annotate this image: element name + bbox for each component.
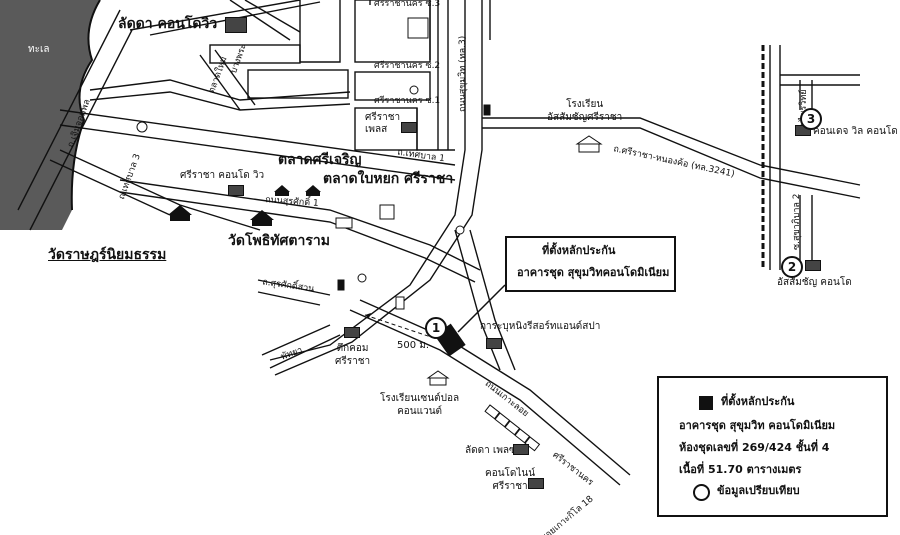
misc-symbols [136,17,491,310]
marker-2: 2 [781,256,803,278]
talat-srijaroen-label: ตลาดศรีเจริญ [278,152,362,168]
temple-icons [168,185,321,226]
callout-pointer [457,284,506,333]
legend-line2: อาคารชุด สุขุมวิท คอนโดมิเนียม [679,419,836,432]
srirachanakorn3-label: ศรีราชานคร ซ.3 [374,0,441,9]
legend-line4: เนื้อที่ 51.70 ตารางเมตร [679,463,802,476]
map-legend: ที่ตั้งหลักประกัน อาคารชุด สุขุมวิท คอนโ… [657,376,888,517]
talat-baiyok-label: ตลาดใบหยก ศรีราชา [323,171,454,187]
condo-nine-label: คอนโดไนน์ ศรีราชา [485,468,536,492]
ladda-place-label: ลัดดา เพลซ [465,445,516,456]
sea-area [0,0,100,230]
srirachanakorn2-label: ศรีราชานคร ซ.2 [374,61,441,71]
callout-title: ที่ตั้งหลักประกัน [542,244,616,257]
marker-3: 3 [800,108,822,130]
ladda-condoview-building [225,17,247,33]
sriracha-condoview-building [228,185,244,196]
wat-ratsadon-label: วัดราษฎร์นิยมธรรม [48,247,167,263]
hatched-blocks [484,404,541,452]
condo-nine-building [528,478,544,489]
tukkom-building [344,327,360,338]
tukkom-label: ตึกคอม ศรีราชา [335,343,371,367]
assumption-school-label: โรงเรียน อัสสัมชัญศรีราชา [547,99,623,123]
karabun-building [486,338,502,349]
roads [17,0,861,486]
legend-square-icon [699,396,713,410]
condej-condo-label: คอนเดจ วิล คอนโด [813,126,898,137]
legend-item1-label: ที่ตั้งหลักประกัน [721,395,795,408]
assumption-condo-building [805,260,821,271]
srirachanakorn1-label: ศรีราชานคร ซ.1 [374,96,441,106]
school-icons [426,135,603,386]
legend-circle-icon [693,484,710,501]
distance-label: 500 ม. [397,340,430,351]
soi-sukhaphiban-label: ซ.สุขาภิบาล 2 [792,193,802,250]
assumption-condo-label: อัสสัมชัญ คอนโด [777,277,852,288]
school-stpaul-label: โรงเรียนเซนต์ปอล คอนแวนต์ [380,393,460,417]
legend-line3: ห้องชุดเลขที่ 269/424 ชั้นที่ 4 [679,441,830,454]
legend-item2-label: ข้อมูลเปรียบเทียบ [717,484,800,497]
marker-1: 1 [425,317,447,339]
sukhumvit-road-label: ถนนสุขุมวิท (ทล.3) [458,35,468,112]
coastline [70,0,101,211]
wat-phothi-label: วัดโพธิทัศตาราม [228,233,330,249]
callout-subtitle: อาคารชุด สุขุมวิทคอนโดมิเนียม [517,266,670,279]
sriracha-condoview-label: ศรีราชา คอนโด วิว [180,170,265,181]
sriracha-place-building [401,122,417,133]
sriracha-place-label: ศรีราชา เพลส [365,112,401,135]
sea-label: ทะเล [28,44,50,55]
subject-callout: ที่ตั้งหลักประกัน อาคารชุด สุขุมวิทคอนโด… [505,236,676,292]
ladda-place-building [513,444,529,455]
ladda-condoview-label: ลัดดา คอนโดวิว [118,16,218,32]
karabun-resort-label: การะบุหนิงรีสอร์ทแอนด์สปา [480,321,601,332]
